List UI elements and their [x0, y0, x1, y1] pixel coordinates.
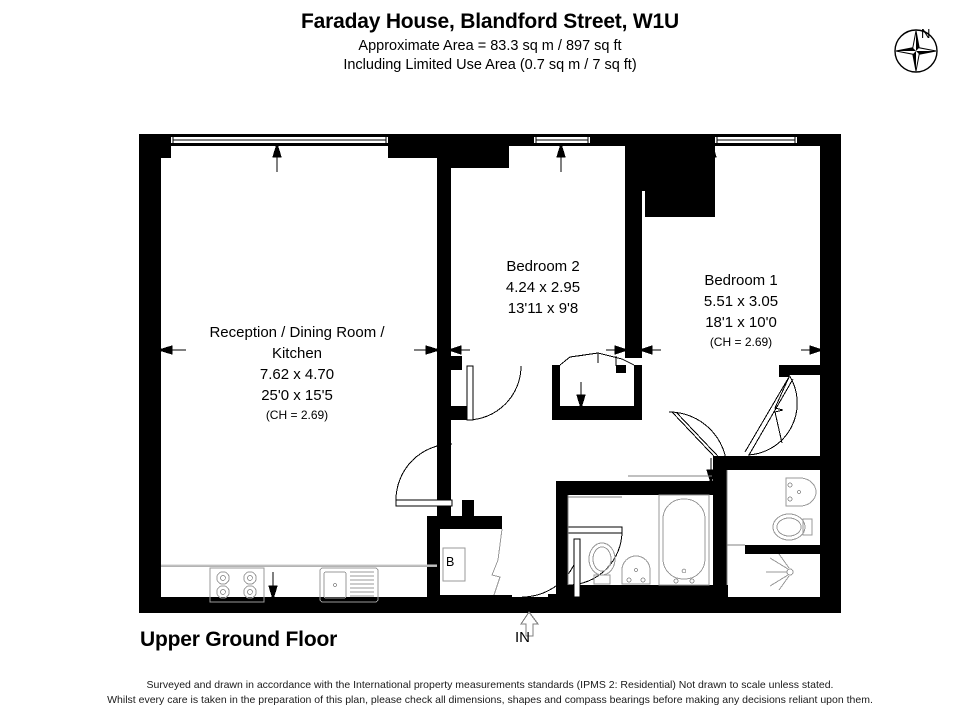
approximate-area-text: Approximate Area = 83.3 sq m / 897 sq ft	[358, 38, 622, 54]
footer-line-1: Surveyed and drawn in accordance with th…	[146, 679, 834, 691]
room-ceiling-height: (CH = 2.69)	[265, 408, 329, 422]
wardrobe-bedroom2	[559, 352, 635, 366]
room-dim-imperial: 25'0 x 15'5	[261, 387, 333, 404]
boiler-cupboard-label: B	[446, 555, 455, 569]
room-dim-metric: 5.51 x 3.05	[703, 293, 779, 310]
room-dim-metric: 4.24 x 2.95	[505, 279, 581, 296]
footer-line-2: Whilst every care is taken in the prepar…	[107, 694, 873, 706]
basin-ensuite-icon	[785, 477, 817, 507]
floor-title: Upper Ground Floor	[140, 628, 338, 651]
room-name-line1: Bedroom 1	[704, 272, 778, 289]
plan-footer: Surveyed and drawn in accordance with th…	[0, 678, 980, 708]
room-name-line2: Kitchen	[271, 345, 323, 362]
room-label-reception: Reception / Dining Room / Kitchen 7.62 x…	[186, 322, 408, 424]
room-dim-imperial: 13'11 x 9'8	[507, 300, 579, 317]
room-name-line1: Reception / Dining Room /	[209, 324, 385, 341]
room-ceiling-height: (CH = 2.69)	[709, 335, 773, 349]
kitchen-hob-icon	[209, 567, 265, 603]
room-label-bedroom2: Bedroom 2 4.24 x 2.95 13'11 x 9'8	[468, 256, 618, 319]
wall-structure	[139, 134, 841, 613]
bathtub-icon	[658, 494, 710, 586]
cupboard-lines	[567, 470, 745, 585]
entrance-in-arrow	[519, 610, 540, 637]
wc-ensuite-icon	[772, 513, 813, 541]
room-dim-imperial: 18'1 x 10'0	[705, 314, 777, 331]
room-label-bedroom1: Bedroom 1 5.51 x 3.05 18'1 x 10'0 (CH = …	[660, 270, 822, 351]
window-glazing	[172, 135, 796, 145]
page-title: Faraday House, Blandford Street, W1U	[301, 10, 679, 33]
shower-icon	[766, 553, 794, 591]
plan-header: Faraday House, Blandford Street, W1U App…	[0, 0, 980, 75]
limited-use-area-text: Including Limited Use Area (0.7 sq m / 7…	[343, 57, 637, 73]
entrance-label: IN	[515, 629, 530, 646]
wc-bathroom-icon	[588, 542, 616, 585]
compass-rose-icon	[894, 29, 938, 73]
room-name-line1: Bedroom 2	[506, 258, 580, 275]
room-dim-metric: 7.62 x 4.70	[259, 366, 335, 383]
wardrobe-bedroom1	[774, 376, 790, 444]
basin-bathroom-icon	[621, 555, 651, 585]
door-swings	[395, 365, 798, 598]
boiler-cupboard-box	[442, 528, 503, 596]
kitchen-sink-icon	[319, 567, 379, 603]
kitchen-counter	[161, 564, 437, 567]
compass-north-label: N	[921, 26, 931, 41]
